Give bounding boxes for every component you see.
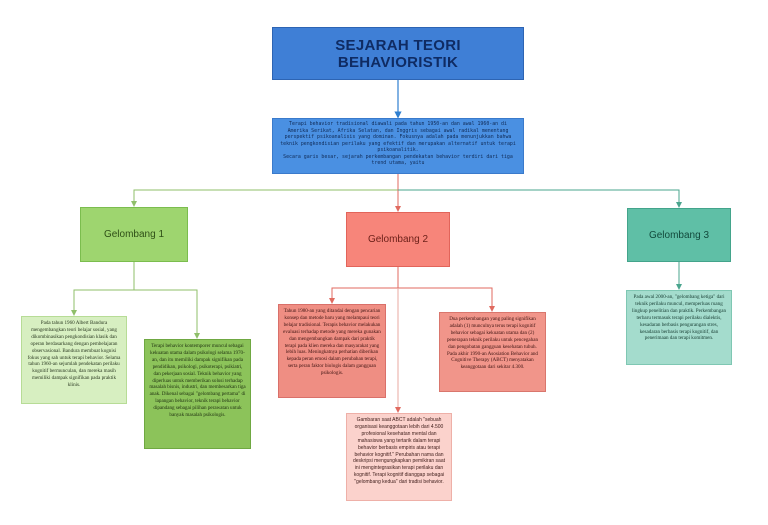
wave-2-note-developments: Dua perkembangan yang paling signifikan … xyxy=(439,312,546,392)
wave-3-label: Gelombang 3 xyxy=(648,229,710,241)
main-title-text: SEJARAH TEORI BEHAVIORISTIK xyxy=(335,36,461,71)
wave-2-note-abct: Gambaran saat ABCT adalah "sebuah organi… xyxy=(346,413,452,501)
wave-2-box: Gelombang 2 xyxy=(346,212,450,267)
intro-box: Terapi behavior tradisional diawali pada… xyxy=(272,118,524,174)
intro-paragraph-1: Terapi behavior tradisional diawali pada… xyxy=(280,121,516,153)
main-title: SEJARAH TEORI BEHAVIORISTIK xyxy=(272,27,524,80)
wave-2-note-1980s: Tahun 1980-an yang ditandai dengan penca… xyxy=(278,304,386,398)
wave-3-note-2000s: Pada awal 2000-an, "gelombang ketiga" da… xyxy=(626,290,732,365)
wave-1-note-bandura: Pada tahun 1960 Albert Bandura mengemban… xyxy=(21,316,127,404)
intro-paragraph-2: Secara garis besar, sejarah perkembangan… xyxy=(283,153,513,167)
connector-wave2-note-a xyxy=(329,267,399,304)
connector-wave1-note-b xyxy=(134,289,200,339)
wave-1-box: Gelombang 1 xyxy=(80,207,188,262)
wave-1-label: Gelombang 1 xyxy=(103,229,165,240)
wave-3-box: Gelombang 3 xyxy=(627,208,731,262)
connector-intro-wave1 xyxy=(131,174,399,207)
connector-wave1-note-a xyxy=(71,262,135,316)
wave-1-note-contemporary: Terapi behavior kontemporer muncul sebag… xyxy=(144,339,251,449)
connector-wave2-note-b xyxy=(398,287,495,312)
connector-intro-wave3 xyxy=(398,189,682,208)
wave-2-label: Gelombang 2 xyxy=(367,234,429,245)
